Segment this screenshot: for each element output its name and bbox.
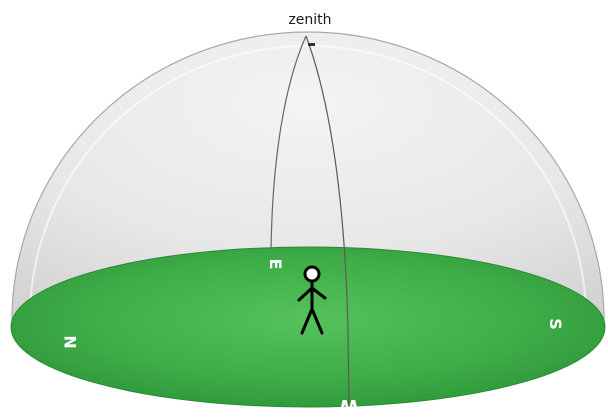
zenith-label: zenith (288, 12, 331, 28)
observer-head (305, 267, 319, 281)
compass-west-label: W (339, 395, 359, 416)
compass-north-label: N (61, 335, 80, 348)
compass-east-label: E (266, 259, 285, 270)
compass-south-label: S (546, 318, 565, 330)
zenith-marker (308, 43, 315, 46)
